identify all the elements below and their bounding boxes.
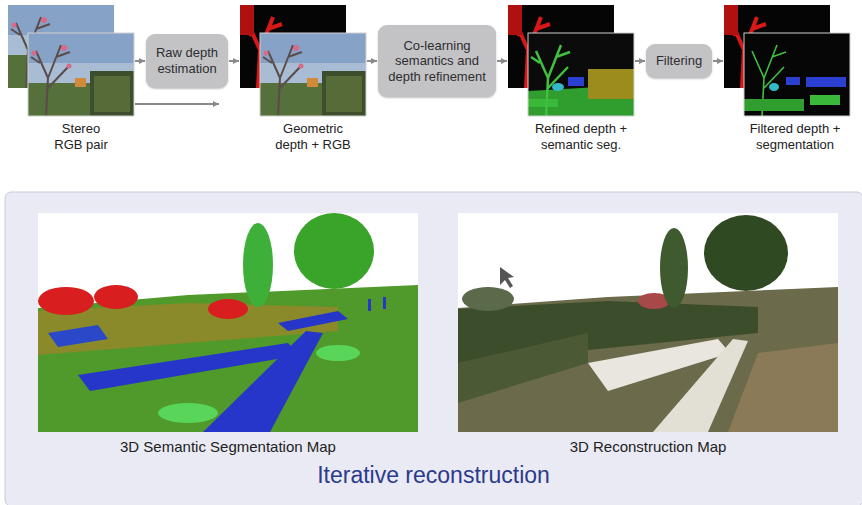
panel-ground	[5, 192, 862, 505]
process-label: Co-learning semantics and depth refineme…	[384, 38, 490, 85]
panel-title: Iterative reconstruction	[5, 462, 862, 490]
filtered-image	[744, 33, 850, 116]
caption: Filtered depth + segmentation	[743, 121, 847, 154]
flow-arrow	[229, 60, 239, 62]
process-label: Filtering	[656, 53, 702, 69]
flow-arrow	[635, 60, 645, 62]
image-stack: Refined depth + semantic seg.	[508, 5, 634, 116]
rgb-image	[260, 33, 366, 116]
flow-arrow	[367, 60, 377, 62]
reconstruction-map-image	[458, 213, 838, 432]
semantic-map-image	[38, 213, 418, 432]
panel: Iterative reconstruction 3D Semantic Segm…	[5, 192, 862, 505]
image-frame	[528, 33, 634, 116]
process-label: Raw depth estimation	[152, 45, 222, 76]
image-stack: Filtered depth + segmentation	[724, 5, 850, 116]
caption: Refined depth + semantic seg.	[528, 121, 634, 154]
caption: Stereo RGB pair	[48, 121, 114, 154]
map-image: 3D Reconstruction Map	[458, 213, 838, 432]
image-frame	[744, 33, 850, 116]
rgb-image	[28, 33, 134, 116]
image-frame	[28, 33, 134, 116]
process-box: Co-learning semantics and depth refineme…	[378, 25, 496, 97]
flow-arrow	[135, 103, 219, 105]
caption: 3D Semantic Segmentation Map	[38, 438, 418, 456]
caption: 3D Reconstruction Map	[458, 438, 838, 456]
image-stack: Geometric depth + RGB	[240, 5, 366, 116]
process-box: Raw depth estimation	[146, 34, 228, 88]
flow-arrow	[135, 60, 145, 62]
flow-arrow	[713, 60, 723, 62]
image-frame	[260, 33, 366, 116]
process-box: Filtering	[646, 44, 712, 78]
segmentation-image	[528, 33, 634, 116]
flow-arrow	[497, 60, 507, 62]
image-stack: Stereo RGB pair	[8, 5, 134, 116]
caption: Geometric depth + RGB	[266, 121, 360, 154]
map-image: 3D Semantic Segmentation Map	[38, 213, 418, 432]
